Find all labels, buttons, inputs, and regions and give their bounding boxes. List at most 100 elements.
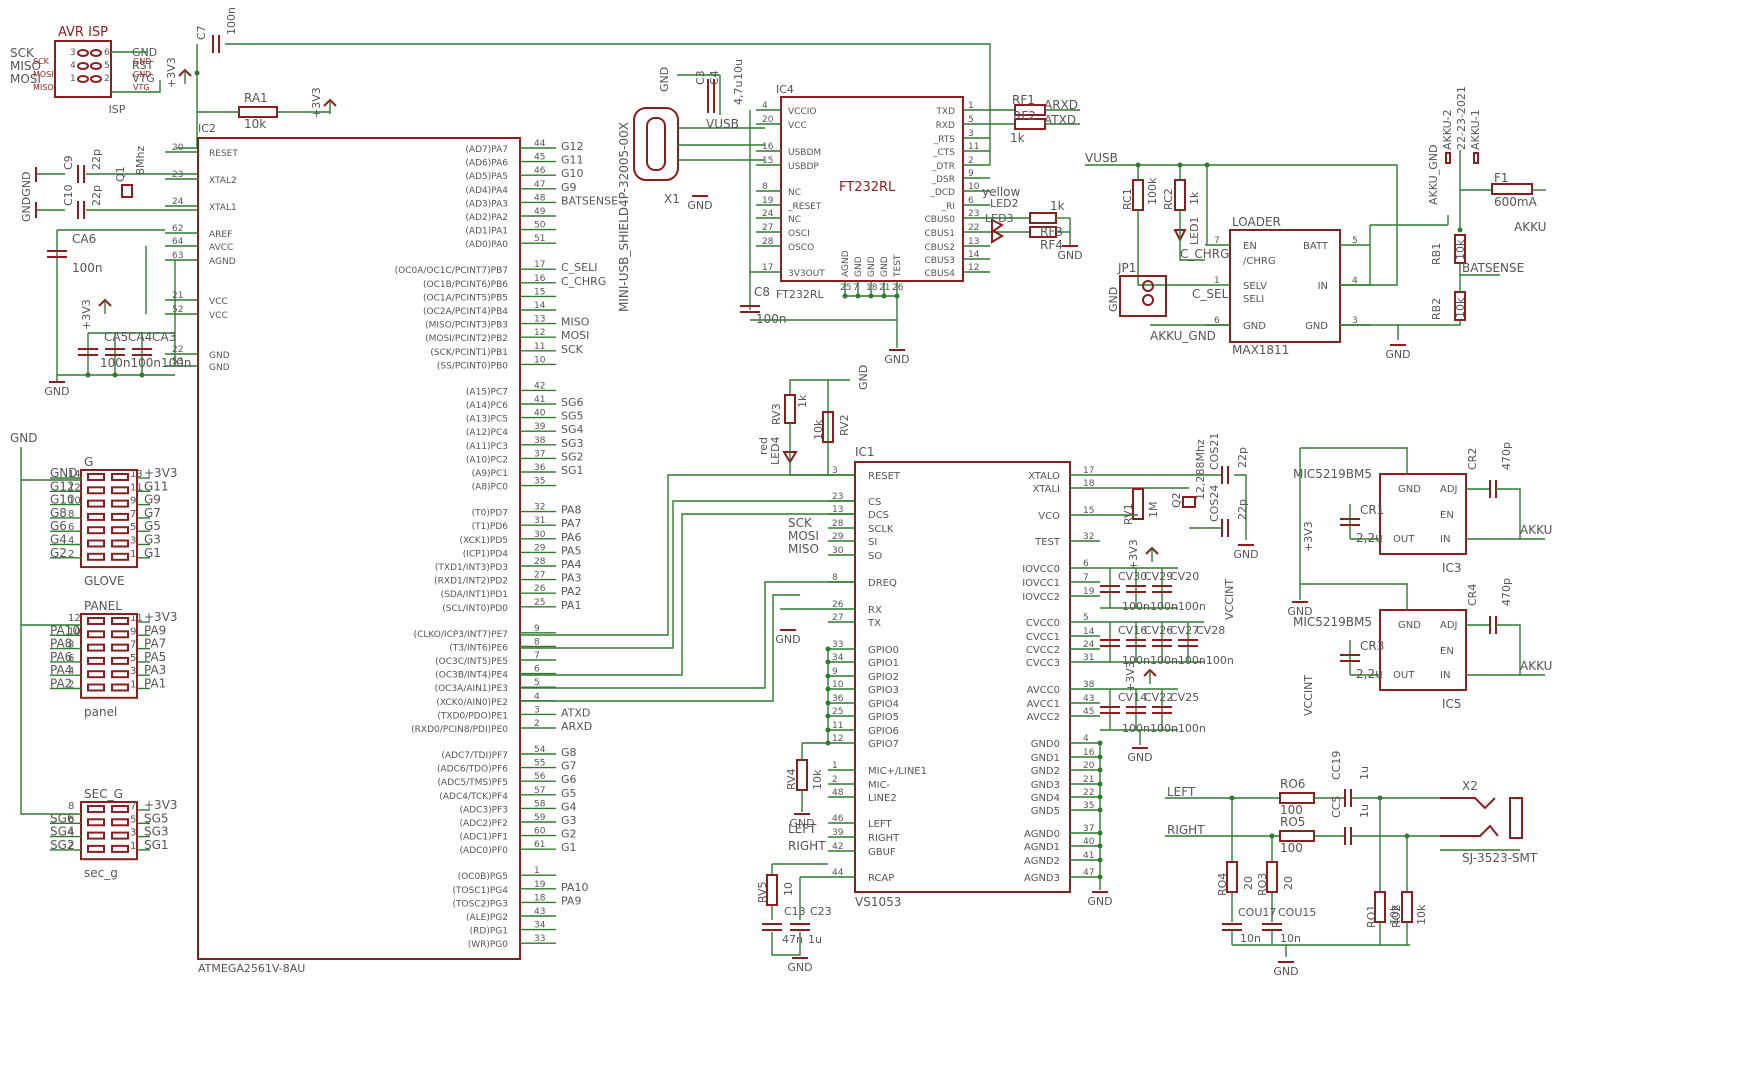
- regulator-pin-name: GND: [1398, 484, 1421, 495]
- vs1053-pin-name: RX: [868, 605, 882, 616]
- loader-pin-number: 4: [1352, 276, 1358, 286]
- vs1053-pin-number: 21: [1083, 775, 1094, 785]
- mcu-pin-name: (OC3B/INT4)PE4: [435, 671, 508, 681]
- pin-header-outline: [80, 613, 138, 699]
- pin-header-pin-number: 5: [130, 653, 136, 664]
- pin-header-outline: [80, 801, 138, 861]
- ftdi-pin-number: 1: [968, 101, 974, 111]
- mcu-pin-number: 46: [534, 166, 546, 176]
- vs1053-pin-number: 8: [832, 573, 838, 583]
- ftdi-pin-name: AGND: [841, 250, 851, 277]
- vs1053-pin-number: 42: [832, 842, 843, 852]
- ftdi-pin-name: TXD: [935, 107, 955, 117]
- loader-pin-number: 7: [1214, 236, 1220, 246]
- vs1053-pin-number: 1: [832, 761, 838, 771]
- loader-pin-number: 3: [1352, 316, 1358, 326]
- pin-header-pin: [111, 539, 129, 548]
- mcu-pin-name: (SCL/INT0)PD0: [442, 604, 508, 614]
- mcu-pin-number: 9: [534, 624, 540, 634]
- wire: [111, 80, 161, 93]
- mcu-pin-name: (A9)PC1: [472, 469, 508, 479]
- vs1053-pin-name: MIC+/LINE1: [868, 766, 927, 777]
- pin-header-pin: [111, 656, 129, 665]
- cos-value: 22p: [1236, 499, 1249, 520]
- left-net-label: LEFT: [1167, 785, 1196, 799]
- vs1053-pin-number: 20: [1083, 761, 1095, 771]
- pin-header-net: G9: [144, 493, 161, 507]
- pin-header-pin-number: 13: [130, 469, 143, 480]
- ftdi-pin-name: _CTS: [932, 148, 955, 158]
- vs1053-pin-name: IOVCC2: [1022, 592, 1060, 603]
- junction-dot: [1177, 162, 1183, 168]
- rf1-label: RF1: [1012, 93, 1035, 107]
- mcu-pin-number: 57: [534, 786, 545, 796]
- loader-pin-name: GND: [1243, 321, 1266, 332]
- fuse-f1: [1491, 183, 1533, 195]
- vs1053-pin-name: CS: [868, 497, 881, 508]
- pin-header-pin-number: 3: [130, 666, 136, 677]
- c13-value: 47n: [782, 933, 803, 946]
- rv5-label: RV5: [756, 881, 769, 903]
- junction-dot: [85, 372, 91, 378]
- isp-pin-number: 5: [104, 61, 110, 71]
- rv3-resistor: [784, 394, 796, 424]
- q1-label: Q1: [114, 166, 127, 182]
- pin-header-net: SG5: [144, 811, 169, 825]
- mcu-pin-number: 54: [534, 745, 546, 755]
- vs1053-pin-name: XTALO: [1028, 471, 1060, 482]
- mcu-net-label: PA2: [561, 585, 581, 598]
- mcu-pin-number: 11: [534, 342, 545, 352]
- isp-pin-number: 2: [104, 74, 110, 84]
- vs1053-pin-name: GPIO2: [868, 672, 899, 683]
- supply-label: +3V3: [1124, 661, 1137, 692]
- vs1053-pin-number: 5: [1083, 613, 1089, 623]
- isp-outer-net-label: RST: [132, 59, 154, 72]
- mcu-pin-number: 61: [534, 840, 545, 850]
- vs1053-pin-number: 32: [1083, 532, 1094, 542]
- decoupling-values: 100n100n100n: [1122, 600, 1206, 613]
- junction-dot: [1457, 227, 1463, 233]
- vs1053-pin-number: 46: [832, 814, 844, 824]
- ftdi-pin-name: 3V3OUT: [788, 269, 825, 279]
- ground-label: GND: [775, 633, 800, 646]
- mcu-pin-number: 42: [534, 381, 545, 391]
- decoupling-cap-label: CV14: [1118, 691, 1147, 704]
- mcu-pin-number: 62: [172, 224, 183, 234]
- decoupling-cap-label: CV25: [1170, 691, 1199, 704]
- pin-header-pin-number: 6: [68, 814, 74, 825]
- wire: [1300, 583, 1408, 610]
- mcu-pin-number: 15: [534, 287, 545, 297]
- mcu-net-label: PA5: [561, 544, 581, 557]
- regulator-body: [1379, 473, 1467, 555]
- mcu-pin-number: 55: [534, 759, 545, 769]
- pin-header-pin: [87, 643, 105, 652]
- loader-pin-name: SELV: [1243, 281, 1267, 292]
- mcu-net-label: PA6: [561, 531, 581, 544]
- c-sel-label: C_SEL: [1192, 287, 1229, 301]
- pin-header-pin-number: 7: [130, 640, 136, 651]
- c-chrg-label: C_CHRG: [1180, 247, 1229, 261]
- junction-dot: [1377, 795, 1383, 801]
- ftdi-pin-number: 5: [968, 115, 974, 125]
- mcu-pin-name: (OC0B)PG5: [458, 872, 508, 882]
- isp-pin-net: MISO: [33, 83, 54, 92]
- pin-header-net: PA4: [50, 663, 72, 677]
- mcu-pin-name: (OC3C/INT5)PE5: [435, 657, 508, 667]
- ftdi-pin-name: NC: [788, 215, 801, 225]
- pin-header-pin: [87, 512, 105, 521]
- mcu-pin-number: 20: [172, 143, 184, 153]
- usb-connector-port: [646, 117, 666, 171]
- mcu-pin-name: (TOSC1)PG4: [453, 886, 509, 896]
- mcu-net-label: G8: [561, 746, 577, 759]
- mcu-pin-number: 39: [534, 422, 546, 432]
- vs1053-pin-number: 17: [1083, 466, 1094, 476]
- vs1053-pin-name: VCO: [1038, 511, 1060, 522]
- ro3-label: RO3: [1256, 873, 1269, 896]
- vusb-label: VUSB: [706, 117, 739, 131]
- pin-header-net: GND: [50, 466, 78, 480]
- ground-label: GND: [1057, 249, 1082, 262]
- vs1053-pin-number: 6: [1083, 559, 1089, 569]
- mcu-pin-name: (WR)PG0: [468, 940, 509, 950]
- ca6-value: 100n: [72, 261, 103, 275]
- ro6-value: 100: [1280, 803, 1303, 817]
